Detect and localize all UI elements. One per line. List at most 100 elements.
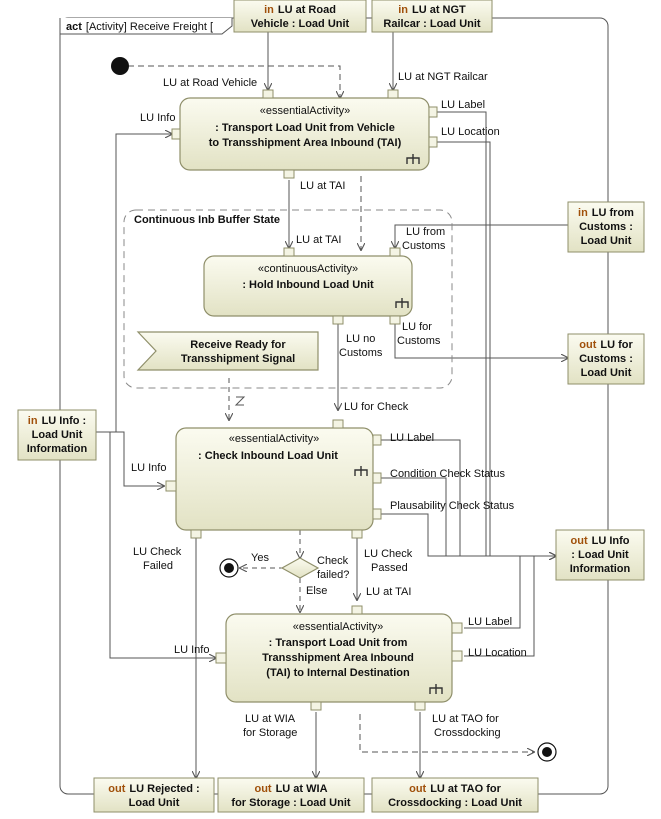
flow-edges <box>96 32 568 778</box>
pin-lu-info-top[interactable] <box>171 128 181 140</box>
pin-label: LU Label <box>468 616 512 628</box>
action-transport-to-tai[interactable]: «essentialActivity» : Transport Load Uni… <box>179 97 430 171</box>
pin-lu-label-dest[interactable] <box>451 622 463 634</box>
pin-lu-for-customs[interactable] <box>389 315 401 325</box>
flow-location-top <box>437 141 491 556</box>
pin-label: Customs <box>402 240 446 252</box>
param-tao-line1: LU at TAO for <box>430 783 501 795</box>
region-title: Continuous Inb Buffer State <box>134 214 280 226</box>
call-behavior-icon <box>429 684 443 694</box>
param-info-out-line1: LU Info <box>592 535 630 547</box>
pin-label: LU for Check <box>344 401 409 413</box>
pin-label: for Storage <box>243 727 297 739</box>
action-title-line1: : Transport Load Unit from Vehicle <box>215 122 395 134</box>
frame-name-tab <box>59 18 233 35</box>
param-ngt-line1: LU at NGT <box>412 4 466 16</box>
action-title-line2: to Transshipment Area Inbound (TAI) <box>209 137 402 149</box>
pin-lu-label-check[interactable] <box>372 434 382 446</box>
control-flow-final <box>359 714 534 752</box>
pin-label: Plausability Check Status <box>390 500 515 512</box>
control-flow-initial <box>128 65 340 98</box>
pin-lu-location-top[interactable] <box>428 136 438 148</box>
pin-label: LU Info <box>174 644 209 656</box>
param-info-out-line3: Information <box>570 563 631 575</box>
pin-lu-at-tai-in[interactable] <box>283 247 295 257</box>
pin-road-vehicle[interactable] <box>262 89 274 99</box>
pin-lu-no-customs[interactable] <box>332 315 344 325</box>
pin-label: LU Check <box>133 546 182 558</box>
pin-condition-check[interactable] <box>372 472 382 484</box>
pin-lu-at-wia[interactable] <box>310 701 322 711</box>
svg-text:act[Activity] Receive Freight: act[Activity] Receive Freight [ <box>66 21 213 33</box>
call-behavior-icon <box>395 298 409 308</box>
pin-lu-at-tao[interactable] <box>414 701 426 711</box>
param-info-in-line1: LU Info : <box>42 415 87 427</box>
pin-lu-at-tai-dest[interactable] <box>351 605 363 615</box>
pin-label: LU at TAI <box>300 180 345 192</box>
pin-ngt-railcar[interactable] <box>387 89 399 99</box>
decision-yes-label: Yes <box>251 552 269 564</box>
pin-lu-from-customs[interactable] <box>389 247 401 257</box>
pin-label: LU Label <box>390 432 434 444</box>
continuous-buffer-region <box>123 209 453 389</box>
param-direction: in <box>264 4 274 16</box>
pin-label: LU at TAI <box>366 586 411 598</box>
pin-check-failed[interactable] <box>190 529 202 539</box>
param-ngt-line2: Railcar : Load Unit <box>383 18 481 30</box>
action-hold-inbound[interactable]: «continuousActivity» : Hold Inbound Load… <box>203 255 413 317</box>
signal-line2: Transshipment Signal <box>181 353 295 365</box>
stereotype-label: «essentialActivity» <box>293 621 384 633</box>
flow-info-to-transport <box>96 134 172 433</box>
decision-node <box>280 557 320 579</box>
pin-lu-info-dest[interactable] <box>215 652 227 664</box>
pin-plausibility-check[interactable] <box>372 508 382 520</box>
action-title-line3: (TAI) to Internal Destination <box>266 667 410 679</box>
pin-label: Passed <box>371 562 408 574</box>
pin-label: LU no <box>346 333 375 345</box>
pin-lu-location-dest[interactable] <box>451 650 463 662</box>
frame-keyword: act <box>66 21 82 33</box>
pin-check-passed[interactable] <box>351 529 363 539</box>
decision-question-line1: Check <box>317 555 349 567</box>
param-direction: out <box>254 783 271 795</box>
param-customs-in-line3: Load Unit <box>581 235 632 247</box>
param-direction: in <box>28 415 38 427</box>
pin-label: LU Info <box>140 112 175 124</box>
param-customs-in-line2: Customs : <box>579 221 633 233</box>
action-title-line2: Transshipment Area Inbound <box>262 652 414 664</box>
param-rejected-line2: Load Unit <box>129 797 180 809</box>
flow-label-top <box>437 111 556 556</box>
pin-lu-for-check[interactable] <box>332 419 344 429</box>
pin-lu-label-top[interactable] <box>428 106 438 118</box>
initial-node <box>111 57 129 75</box>
decision-else-label: Else <box>306 585 327 597</box>
pin-lu-info-check[interactable] <box>165 480 177 492</box>
pin-label: Condition Check Status <box>390 468 505 480</box>
pin-label: Crossdocking <box>434 727 501 739</box>
pin-lu-at-tai-out[interactable] <box>283 169 295 179</box>
pin-label: Customs <box>339 347 383 359</box>
action-transport-to-destination[interactable]: «essentialActivity» : Transport Load Uni… <box>225 613 453 703</box>
accept-signal-action[interactable]: Receive Ready for Transshipment Signal <box>136 331 319 371</box>
action-check-inbound[interactable]: «essentialActivity» : Check Inbound Load… <box>175 427 374 531</box>
pins <box>165 89 463 711</box>
param-wia-line2: for Storage : Load Unit <box>231 797 351 809</box>
final-node-failed <box>219 558 239 578</box>
param-customs-out-line2: Customs : <box>579 353 633 365</box>
flow-plausibility-check <box>381 513 556 556</box>
